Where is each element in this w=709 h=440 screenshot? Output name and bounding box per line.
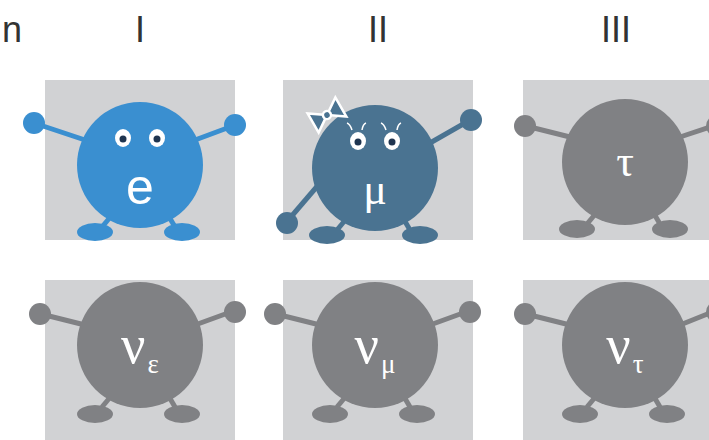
muon-circle: μ [312, 105, 438, 231]
particle-symbol: ν [606, 318, 630, 372]
grey-tile-part [283, 80, 473, 240]
symbol-group: νε [121, 318, 159, 372]
grey-limbs-part-part [530, 127, 570, 137]
grey-tile [45, 80, 709, 440]
grey-limbs-part-part [224, 301, 246, 323]
grey-limbs-part-part [430, 313, 463, 325]
grey-tile-part [283, 280, 473, 440]
grey-limbs-part-part [514, 115, 536, 137]
symbol-group: μ [363, 168, 387, 212]
flavour-subscript: μ [381, 351, 395, 378]
grey-limbs-part-part [559, 220, 595, 238]
electron-limbs-part [23, 112, 45, 134]
particle-symbol: e [126, 162, 154, 212]
grey-limbs-part-part [77, 405, 113, 423]
flavour-subscript: ε [148, 351, 159, 378]
grey-limbs-part-part [264, 303, 286, 325]
muon-bow-part [322, 110, 333, 121]
grey-limbs-part-part [399, 405, 435, 423]
electron-circle: e [77, 102, 203, 228]
electron-limbs-part [224, 114, 246, 136]
grey-tile-part [523, 80, 709, 240]
muon-limbs-part [276, 212, 298, 234]
neutrino-circle: νμ [312, 282, 438, 408]
muon-limbs-part [430, 123, 465, 143]
grey-limbs-part-part [706, 115, 709, 137]
neutrino-circle: νε [77, 282, 203, 408]
grey-tile-part [45, 280, 235, 440]
grey-limbs-part-part [164, 405, 200, 423]
generation-number: II [368, 12, 388, 48]
electron-limbs-part [77, 223, 113, 241]
symbol-group: ντ [606, 318, 643, 372]
grey-limbs-part-part [280, 315, 320, 325]
symbol-group: νμ [355, 318, 396, 372]
row-header: n [2, 12, 22, 48]
flavour-subscript: τ [633, 351, 644, 378]
symbol-group: τ [616, 140, 634, 184]
generation-number: III [601, 12, 631, 48]
muon-limbs-part [309, 226, 345, 244]
muon-limbs-part [402, 226, 438, 244]
grey-limbs-part-part [459, 301, 481, 323]
grey-limbs-part-part [195, 313, 228, 325]
grey-limbs-part-part [680, 127, 709, 137]
particle-symbol: τ [616, 140, 634, 184]
symbol-group: e [126, 162, 154, 212]
particle-symbol: ν [121, 318, 145, 372]
grey-tile-part [45, 80, 235, 240]
grey-limbs-part-part [45, 315, 85, 325]
grey-limbs-part-part [312, 405, 348, 423]
electron-limbs-part [40, 125, 85, 140]
neutrino-circle: ντ [562, 282, 688, 408]
grey-limbs-part-part [562, 405, 598, 423]
grey-tile-part [523, 280, 709, 440]
grey-limbs-part-part [706, 301, 709, 323]
grey-limbs-part-part [514, 303, 536, 325]
grey-limbs-part-part [652, 220, 688, 238]
electron-limbs-part [164, 223, 200, 241]
muon-limbs-part [460, 109, 482, 131]
particle-symbol: μ [363, 168, 387, 212]
tau-circle: τ [562, 99, 688, 225]
grey-limbs-part-part [530, 315, 570, 325]
generation-number: I [135, 12, 145, 48]
grey-limbs-part-part [29, 303, 51, 325]
particle-symbol: ν [355, 318, 379, 372]
grey-limbs-part-part [649, 405, 685, 423]
